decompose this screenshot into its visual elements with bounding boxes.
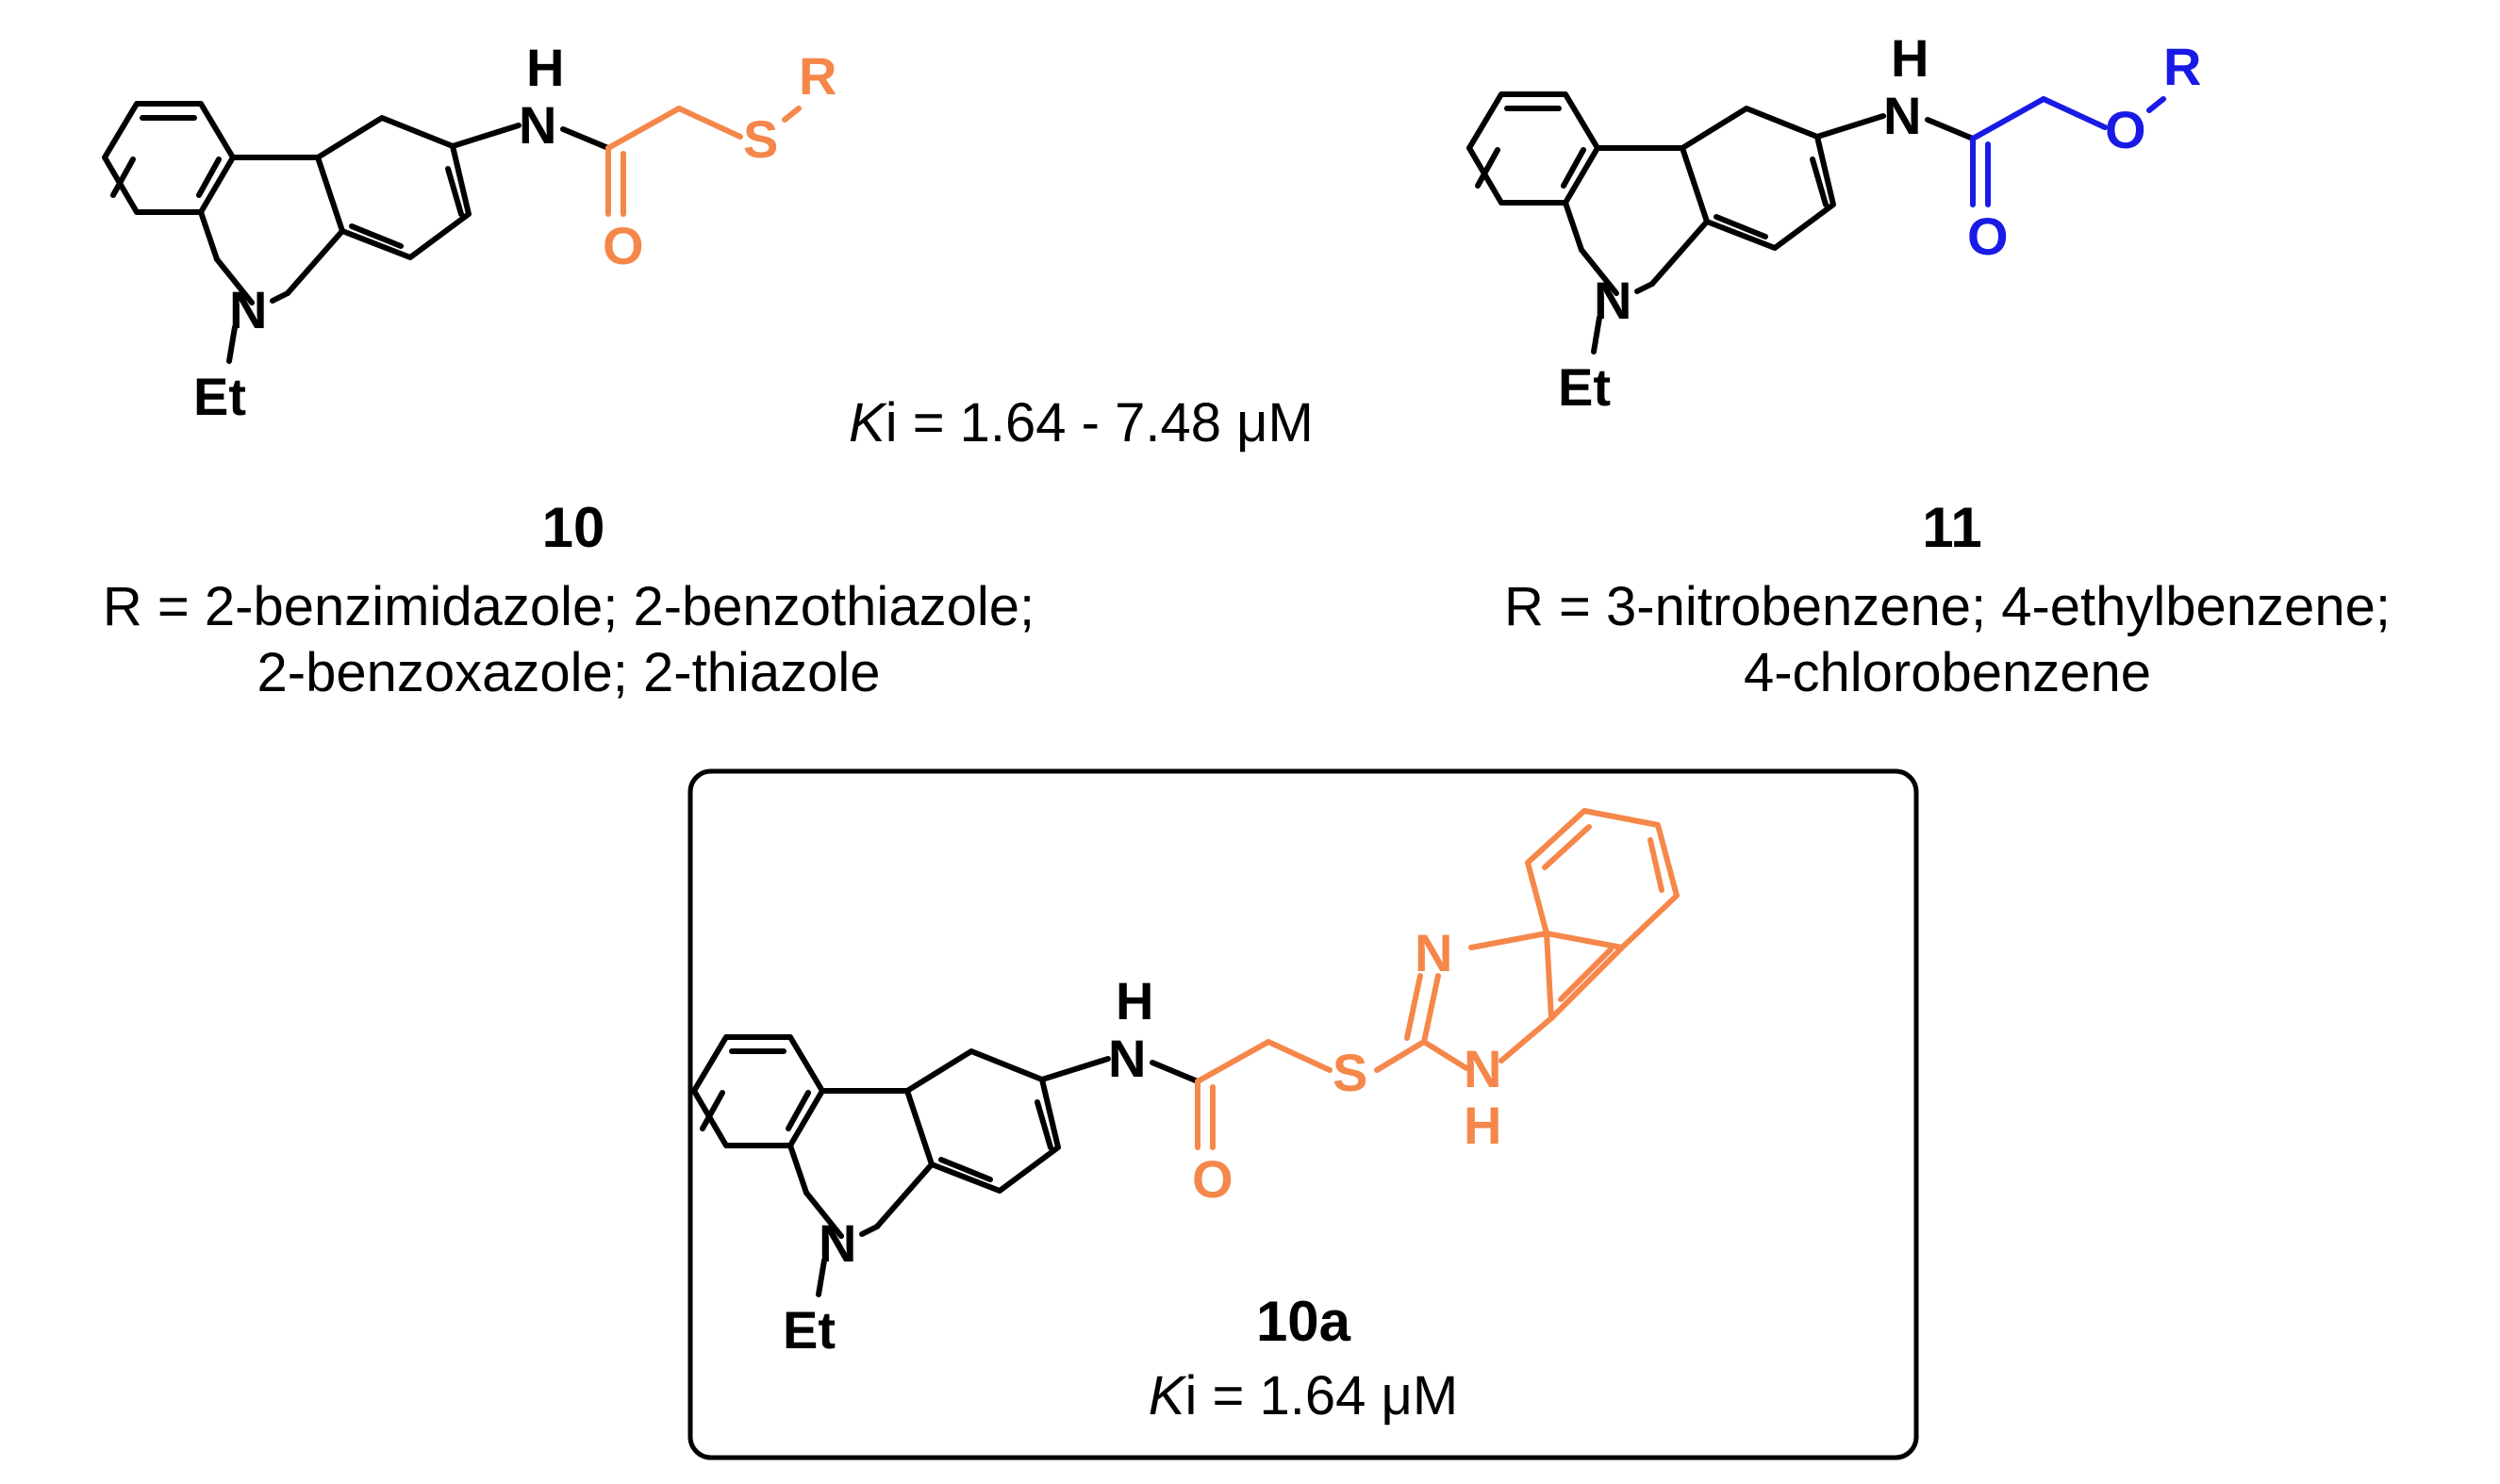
ring-n-atom: N — [229, 280, 267, 339]
compound-11-r-line1: R = 3-nitrobenzene; 4-ethylbenzene; — [1504, 576, 2391, 637]
amide-n-atom: N — [519, 95, 556, 155]
compound-10-label: 10 — [542, 496, 605, 559]
compound-10-structure: N Et H N O S R — [102, 38, 836, 426]
ring-n-atom: N — [819, 1213, 856, 1273]
ki-range-italic: K — [849, 392, 887, 453]
carbonyl-o-atom: O — [1192, 1149, 1233, 1209]
compound-10a-ki-value: i = 1.64 μM — [1184, 1365, 1458, 1426]
imidazole-nh-n-atom: N — [1464, 1039, 1501, 1098]
amide-n-atom: N — [1883, 86, 1921, 145]
ethyl-label: Et — [1558, 357, 1611, 417]
ring-n-atom: N — [1594, 271, 1631, 330]
ki-range-text: Ki = 1.64 - 7.48 μM — [849, 392, 1314, 453]
r-group-atom: R — [799, 46, 836, 106]
amide-n-atom: N — [1108, 1029, 1146, 1088]
sulfur-atom: S — [1333, 1043, 1367, 1102]
carbonyl-o-atom: O — [603, 216, 644, 275]
compound-11-label: 11 — [1922, 496, 1981, 559]
amide-h-atom: H — [1116, 971, 1153, 1031]
amide-h-atom: H — [1891, 28, 1929, 88]
compound-10-r-line2: 2-benzoxazole; 2-thiazole — [257, 642, 881, 703]
compound-10a-ki-italic: K — [1149, 1365, 1187, 1426]
compound-10-r-line1: R = 2-benzimidazole; 2-benzothiazole; — [103, 576, 1035, 637]
amide-h-atom: H — [526, 38, 564, 97]
compound-11-structure: N Et H N O O R — [1466, 28, 2201, 417]
compound-10a-label: 10a — [1256, 1290, 1351, 1353]
ethyl-label: Et — [783, 1300, 836, 1360]
sulfur-atom: S — [743, 109, 778, 169]
ether-o-atom: O — [2105, 100, 2146, 159]
imidazole-nh-h-atom: H — [1464, 1096, 1501, 1155]
imidazole-n-atom: N — [1415, 923, 1452, 982]
carbonyl-o-atom: O — [1967, 206, 2009, 266]
compound-10a-ki: Ki = 1.64 μM — [1149, 1365, 1458, 1426]
ethyl-label: Et — [193, 367, 246, 426]
compound-11-r-line2: 4-chlorobenzene — [1744, 642, 2151, 703]
r-group-atom: R — [2163, 37, 2201, 96]
highlight-box — [687, 768, 1919, 1460]
compound-10a-structure: N Et H N O S N N — [691, 808, 1680, 1360]
ki-range-value: i = 1.64 - 7.48 μM — [886, 392, 1314, 453]
